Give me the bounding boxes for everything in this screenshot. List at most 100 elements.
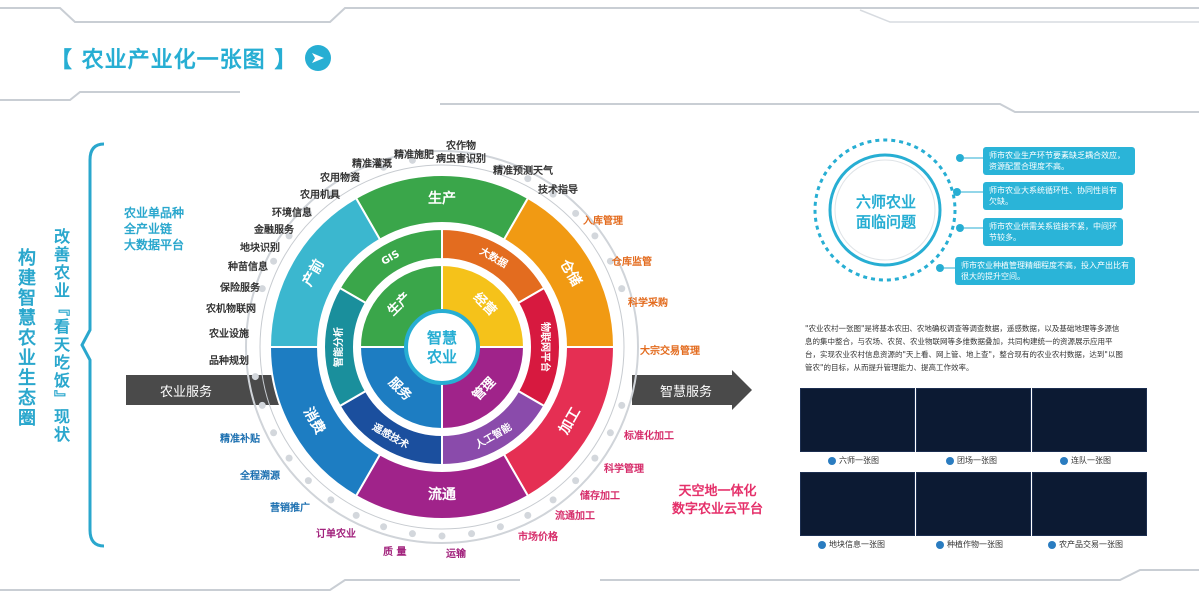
middle-ring-label-6: 智能分析: [332, 327, 345, 367]
vertical-title-second: 改善农业『看天吃饭』现状: [48, 228, 72, 444]
issue-2: 师市农业大系统循环性、协同性尚有欠缺。: [983, 182, 1123, 210]
description-paragraph: "农业农村一张图"是将基本农田、农地确权调查等调查数据，遥感数据，以及基础地理等…: [805, 322, 1125, 374]
ring-dot: [468, 530, 475, 537]
problem-circle-title: 六师农业 面临问题: [846, 192, 926, 232]
label-order: 订单农业: [316, 525, 356, 540]
thumb-2[interactable]: [916, 388, 1031, 452]
dot-icon: [946, 457, 954, 465]
thumb-caption-1: 六师一张图: [828, 455, 879, 466]
outer-ring-label-1: 生产: [428, 190, 456, 207]
middle-ring-label-3: 物联网平台: [539, 322, 552, 372]
label-std-process: 标准化加工: [624, 427, 674, 442]
ring-dot: [591, 455, 598, 462]
ring-dot: [270, 429, 277, 436]
thumb-caption-5: 种植作物一张图: [936, 539, 1003, 550]
bottom-frame-lines: [0, 560, 1199, 603]
dot-icon: [936, 541, 944, 549]
thumb-caption-3: 连队一张图: [1060, 455, 1111, 466]
thumb-caption-text-1: 六师一张图: [839, 455, 879, 466]
thumb-caption-2: 团场一张图: [946, 455, 997, 466]
dot-icon: [828, 457, 836, 465]
ring-dot: [497, 523, 504, 530]
ring-dot: [572, 210, 579, 217]
label-env-info: 环境信息: [272, 204, 312, 219]
thumb-caption-text-5: 种植作物一张图: [947, 539, 1003, 550]
problem-title-line-1: 六师农业: [846, 192, 926, 212]
label-traceability: 全程溯源: [240, 467, 280, 482]
left-block-text: 农业单品种 全产业链 大数据平台: [124, 205, 184, 253]
label-plot-id: 地块识别: [240, 239, 280, 254]
cloud-platform-line-2: 数字农业云平台: [672, 501, 763, 519]
issue-1: 师市农业生产环节要素缺乏耦合效应，资源配置合理度不高。: [983, 147, 1135, 175]
issue-4: 师市农业种植管理精细程度不高，投入产出比有很大的提升空间。: [955, 257, 1135, 285]
label-bulk-trade: 大宗交易管理: [640, 342, 700, 357]
dot-icon: [1048, 541, 1056, 549]
thumb-caption-text-4: 地块信息一张图: [829, 539, 885, 550]
ring-dot: [524, 512, 531, 519]
cloud-platform-text: 天空地一体化 数字农业云平台: [672, 483, 763, 519]
label-marketing: 营销推广: [270, 499, 310, 514]
label-irrigation: 精准灌溉: [352, 155, 392, 170]
left-block-line-2: 全产业链: [124, 221, 184, 237]
thumb-3[interactable]: [1032, 388, 1147, 452]
label-weather: 精准预测天气: [493, 162, 553, 177]
ring-dot: [618, 285, 625, 292]
ring-dot: [618, 402, 625, 409]
ring-dot: [327, 496, 334, 503]
page-title: 【 农业产业化一张图 】: [50, 42, 297, 74]
label-transport: 运输: [446, 545, 466, 560]
thumb-caption-4: 地块信息一张图: [818, 539, 885, 550]
ring-dot: [607, 429, 614, 436]
ring-dot: [380, 523, 387, 530]
left-bracket: [80, 140, 110, 550]
thumb-caption-text-2: 团场一张图: [957, 455, 997, 466]
arrow-left-label: 农业服务: [160, 381, 212, 400]
label-circulation: 流通加工: [555, 507, 595, 522]
label-storage: 储存加工: [580, 487, 620, 502]
ring-dot: [252, 373, 259, 380]
ring-dot: [259, 402, 266, 409]
ring-dot: [305, 477, 312, 484]
thumb-1[interactable]: [800, 388, 915, 452]
ring-dot: [572, 477, 579, 484]
thumb-caption-text-6: 农产品交易一张图: [1059, 539, 1123, 550]
label-facilities: 农业设施: [209, 325, 249, 340]
thumb-5[interactable]: [916, 472, 1031, 536]
label-market-price: 市场价格: [518, 528, 558, 543]
label-guidance: 技术指导: [538, 181, 578, 196]
left-block-line-1: 农业单品种: [124, 205, 184, 221]
ring-dot: [409, 530, 416, 537]
label-supplies: 农用物资: [320, 169, 360, 184]
play-arrow-icon: [303, 43, 333, 73]
arrow-right-label: 智慧服务: [660, 381, 712, 400]
label-seedling: 种苗信息: [228, 258, 268, 273]
ring-dot: [591, 232, 598, 239]
label-variety: 品种规划: [209, 352, 249, 367]
center-label-1: 智慧: [427, 329, 457, 347]
ring-dot: [353, 512, 360, 519]
issue-3: 师市农业供需关系链接不紧，中间环节较多。: [983, 218, 1123, 246]
label-inbound: 入库管理: [583, 212, 623, 227]
page-title-wrap: 【 农业产业化一张图 】: [50, 42, 333, 74]
dot-icon: [818, 541, 826, 549]
thumb-caption-text-3: 连队一张图: [1071, 455, 1111, 466]
label-sci-manage: 科学管理: [604, 460, 644, 475]
center-label-2: 农业: [426, 348, 457, 366]
left-block-line-3: 大数据平台: [124, 237, 184, 253]
label-machine-iot: 农机物联网: [206, 300, 256, 315]
ring-dot: [439, 533, 446, 540]
label-purchase: 科学采购: [628, 294, 668, 309]
label-finance: 金融服务: [254, 221, 294, 236]
thumb-6[interactable]: [1032, 472, 1147, 536]
cloud-platform-line-1: 天空地一体化: [672, 483, 763, 501]
thumb-4[interactable]: [800, 472, 915, 536]
vertical-title-main: 构建智慧农业生态圈: [12, 248, 38, 428]
label-insurance: 保险服务: [220, 279, 260, 294]
outer-ring-label-4: 流通: [428, 486, 456, 503]
label-subsidy: 精准补贴: [220, 430, 260, 445]
problem-title-line-2: 面临问题: [846, 212, 926, 232]
ring-dot: [270, 258, 277, 265]
ring-dot: [286, 455, 293, 462]
label-pest-2: 病虫害识别: [436, 150, 486, 165]
label-fertilize: 精准施肥: [394, 146, 434, 161]
